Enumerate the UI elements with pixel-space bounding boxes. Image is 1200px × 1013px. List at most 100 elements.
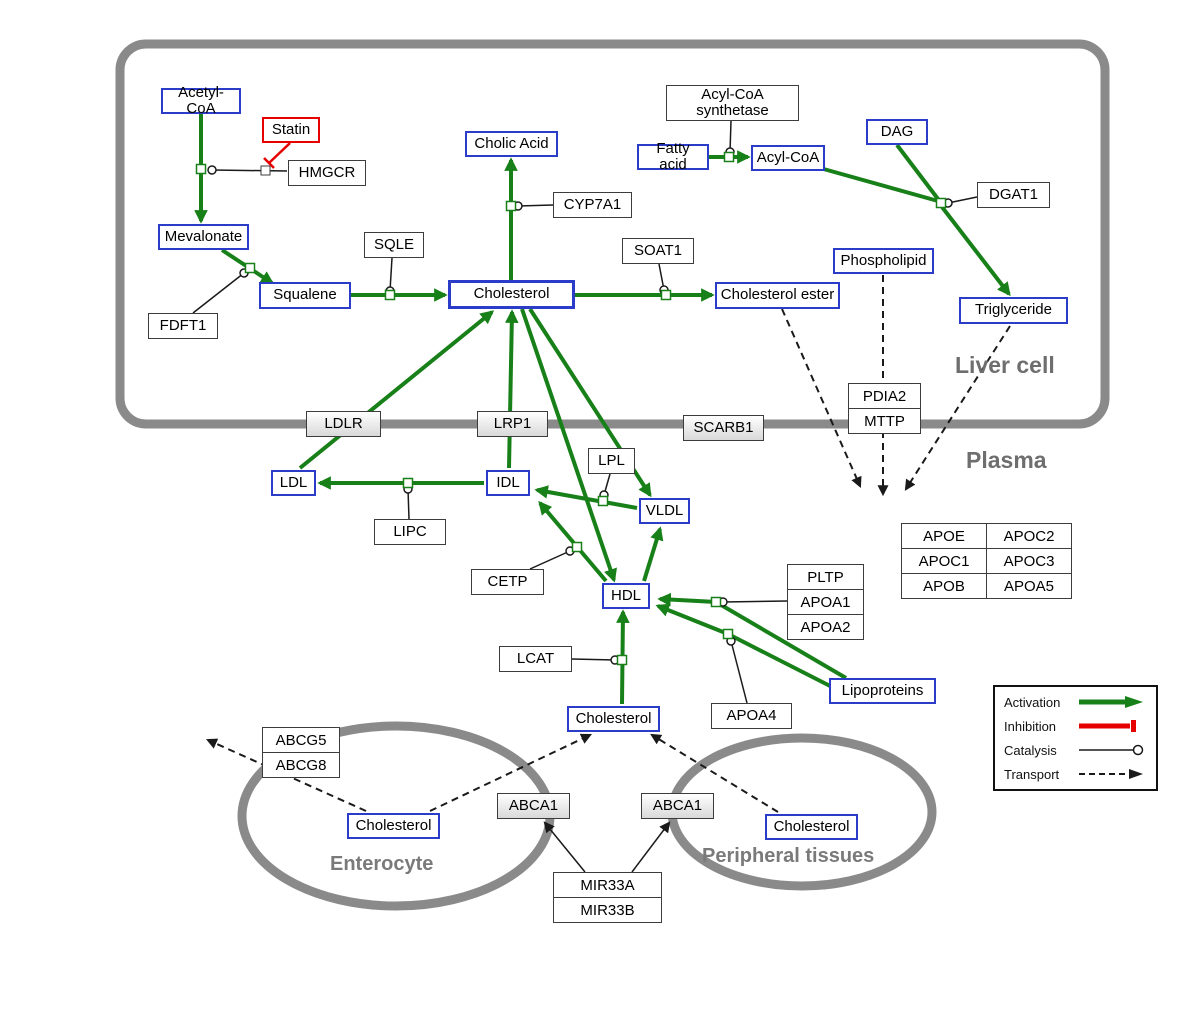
cat-apoa4 [726,636,748,704]
enterocyte-label: Enterocyte [330,853,434,875]
edge-triglyceride-plasma [904,325,1011,491]
node-apoa4[interactable]: APOA4 [711,703,792,729]
edge-mir33-abca1-peripheral [631,821,671,873]
node-idl[interactable]: IDL [486,470,530,496]
legend-transport-row: Transport [1004,766,1147,782]
node-apoa5[interactable]: APOA5 [986,573,1072,599]
node-ldl[interactable]: LDL [271,470,316,496]
edge-cholesterol-hdl [520,308,617,583]
transport-arrow-icon [1079,769,1143,779]
cat-pltp-apoa1-apoa2 [718,597,788,607]
node-mevalonate[interactable]: Mevalonate [158,224,249,250]
legend-activation-row: Activation [1004,694,1147,710]
legend-transport-label: Transport [1004,766,1060,782]
edge-junction-triglyceride [940,205,1011,297]
legend-activation-label: Activation [1004,694,1061,710]
node-phospholipid[interactable]: Phospholipid [833,248,934,274]
node-cholesterol-ester[interactable]: Cholesterol ester [715,282,840,309]
cat-cyp7a1 [513,201,554,211]
node-lpl[interactable]: LPL [588,448,635,474]
node-apoe[interactable]: APOE [901,523,987,549]
node-dag[interactable]: DAG [866,119,928,145]
node-lipoproteins[interactable]: Lipoproteins [829,678,936,704]
reaction-node [723,151,735,163]
node-ldlr[interactable]: LDLR [306,411,381,437]
node-cyp7a1[interactable]: CYP7A1 [553,192,632,218]
node-fdft1[interactable]: FDFT1 [148,313,218,339]
node-mir33a[interactable]: MIR33A [553,872,662,898]
plasma-label: Plasma [966,447,1047,473]
node-triglyceride[interactable]: Triglyceride [959,297,1068,324]
node-abcg8[interactable]: ABCG8 [262,752,340,778]
node-dgat1[interactable]: DGAT1 [977,182,1050,208]
edge-statin-inhibition [268,142,291,164]
cat-acylcoa-synthetase [725,120,735,157]
legend-catalysis-row: Catalysis [1004,742,1147,758]
reaction-node [402,477,414,489]
node-statin[interactable]: Statin [262,117,320,143]
cat-lcat [571,655,620,665]
legend-catalysis-label: Catalysis [1004,742,1057,758]
cat-lipc [403,484,413,520]
node-acetyl-coa[interactable]: Acetyl-CoA [161,84,241,117]
node-cholesterol-liver[interactable]: Cholesterol [448,280,575,309]
node-lcat[interactable]: LCAT [499,646,572,672]
edge-cholesterolester-plasma [781,308,862,489]
node-apob[interactable]: APOB [901,573,987,599]
statin-inhibition-tbar [263,157,275,169]
node-hmgcr[interactable]: HMGCR [288,160,366,186]
reaction-node [384,289,396,301]
node-soat1[interactable]: SOAT1 [622,238,694,264]
edge-peripheral-cholesterol-plasma [650,733,779,813]
node-cholesterol-enterocyte[interactable]: Cholesterol [347,813,440,839]
activation-arrow-icon [1079,696,1143,708]
node-sqle[interactable]: SQLE [364,232,424,258]
node-squalene[interactable]: Squalene [259,282,351,309]
cat-sqle [385,257,395,296]
cat-lpl [599,473,611,500]
reaction-node [244,262,256,274]
legend: Activation Inhibition Catalysis Transpor… [993,685,1158,791]
node-apoc1[interactable]: APOC1 [901,548,987,574]
node-pdia2[interactable]: PDIA2 [848,383,921,409]
node-apoa2[interactable]: APOA2 [787,614,864,640]
edge-acylcoa-junction [819,166,939,203]
reaction-node [722,628,734,640]
node-mttp[interactable]: MTTP [848,408,921,434]
node-apoc3[interactable]: APOC3 [986,548,1072,574]
cat-dgat1 [943,196,978,208]
node-cholic-acid[interactable]: Cholic Acid [465,131,558,157]
legend-inhibition-label: Inhibition [1004,718,1057,734]
reaction-node [710,596,722,608]
node-abcg5[interactable]: ABCG5 [262,727,340,753]
node-lrp1[interactable]: LRP1 [477,411,548,437]
edge-dag-junction [895,143,940,201]
statin-target-node [260,165,271,176]
node-cholesterol-plasma[interactable]: Cholesterol [567,706,660,732]
node-lipc[interactable]: LIPC [374,519,446,545]
node-acyl-coa-synthetase[interactable]: Acyl-CoA synthetase [666,85,799,121]
reaction-node [195,163,207,175]
node-pltp-apoa-complex: PLTP APOA1 APOA2 [787,564,864,640]
node-vldl[interactable]: VLDL [639,498,690,524]
node-acyl-coa[interactable]: Acyl-CoA [751,145,825,171]
node-apoa1[interactable]: APOA1 [787,589,864,615]
node-fatty-acid[interactable]: Fatty acid [637,140,709,173]
node-mir33b[interactable]: MIR33B [553,897,662,923]
node-cholesterol-peripheral[interactable]: Cholesterol [765,814,858,840]
reaction-node [571,541,583,553]
node-abca1-enterocyte[interactable]: ABCA1 [497,793,570,819]
node-scarb1[interactable]: SCARB1 [683,415,764,441]
node-cetp[interactable]: CETP [471,569,544,595]
cat-fdft1 [192,268,249,314]
cat-cetp [529,546,575,570]
reaction-node [616,654,628,666]
edge-ldl-cholesterol [298,310,495,470]
edge-hdl-vldl [642,526,664,582]
node-pltp[interactable]: PLTP [787,564,864,590]
node-hdl[interactable]: HDL [602,583,650,609]
reaction-node [660,289,672,301]
node-abca1-peripheral[interactable]: ABCA1 [641,793,714,819]
node-apoc2[interactable]: APOC2 [986,523,1072,549]
